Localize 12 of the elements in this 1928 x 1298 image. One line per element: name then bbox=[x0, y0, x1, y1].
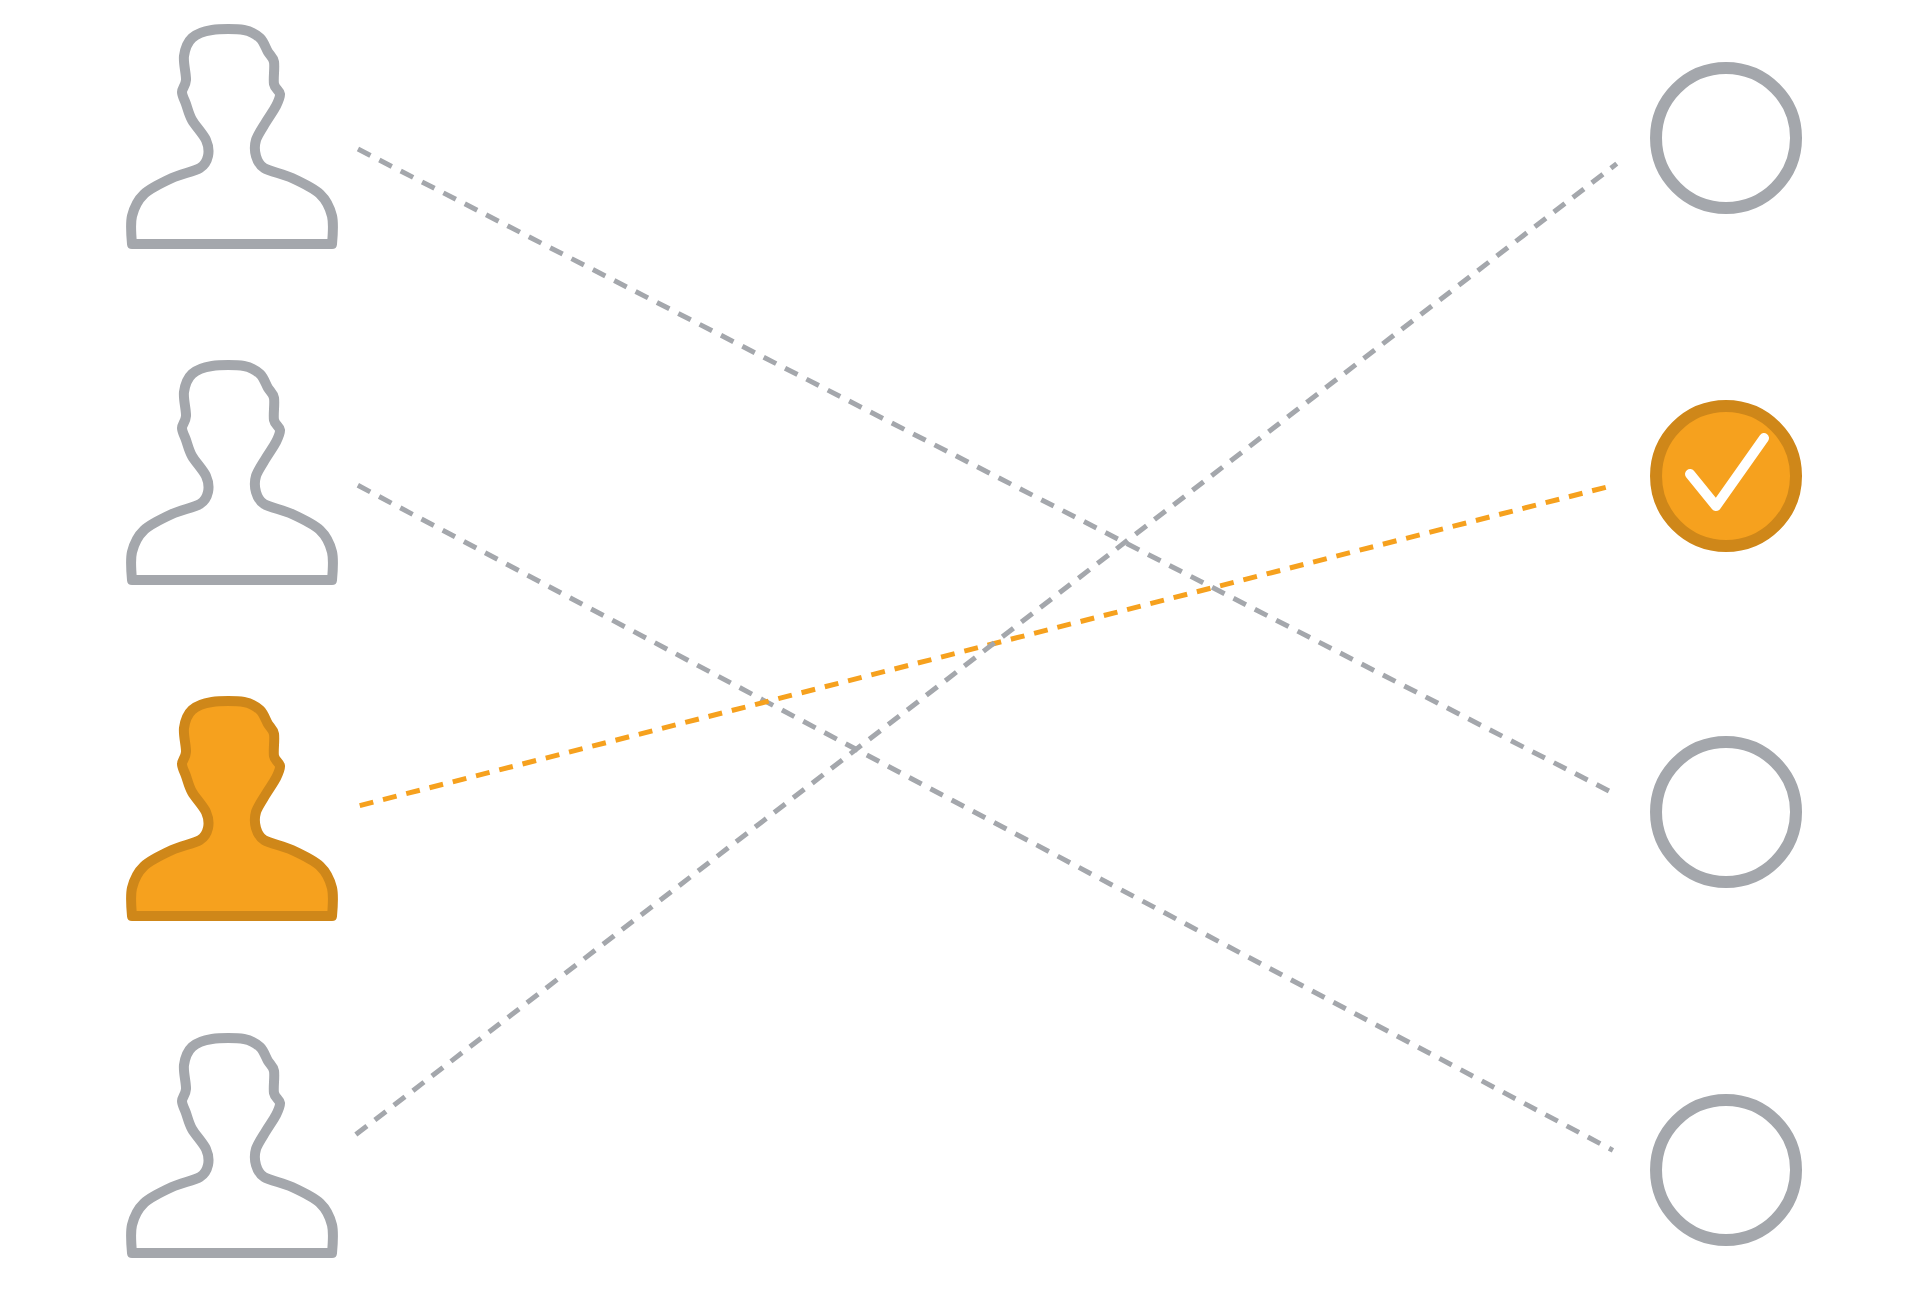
circle bbox=[1650, 400, 1802, 552]
person-icon bbox=[126, 360, 338, 585]
circle bbox=[1650, 736, 1802, 888]
dashed-line bbox=[356, 146, 1614, 796]
circle bbox=[1650, 62, 1802, 214]
person-icon bbox=[126, 1033, 338, 1258]
person-icon bbox=[126, 696, 338, 921]
person-icon bbox=[126, 24, 338, 249]
circle bbox=[1650, 1094, 1802, 1246]
dashed-line bbox=[359, 484, 1610, 808]
dashed-line bbox=[356, 483, 1615, 1153]
dashed-line bbox=[354, 161, 1619, 1137]
